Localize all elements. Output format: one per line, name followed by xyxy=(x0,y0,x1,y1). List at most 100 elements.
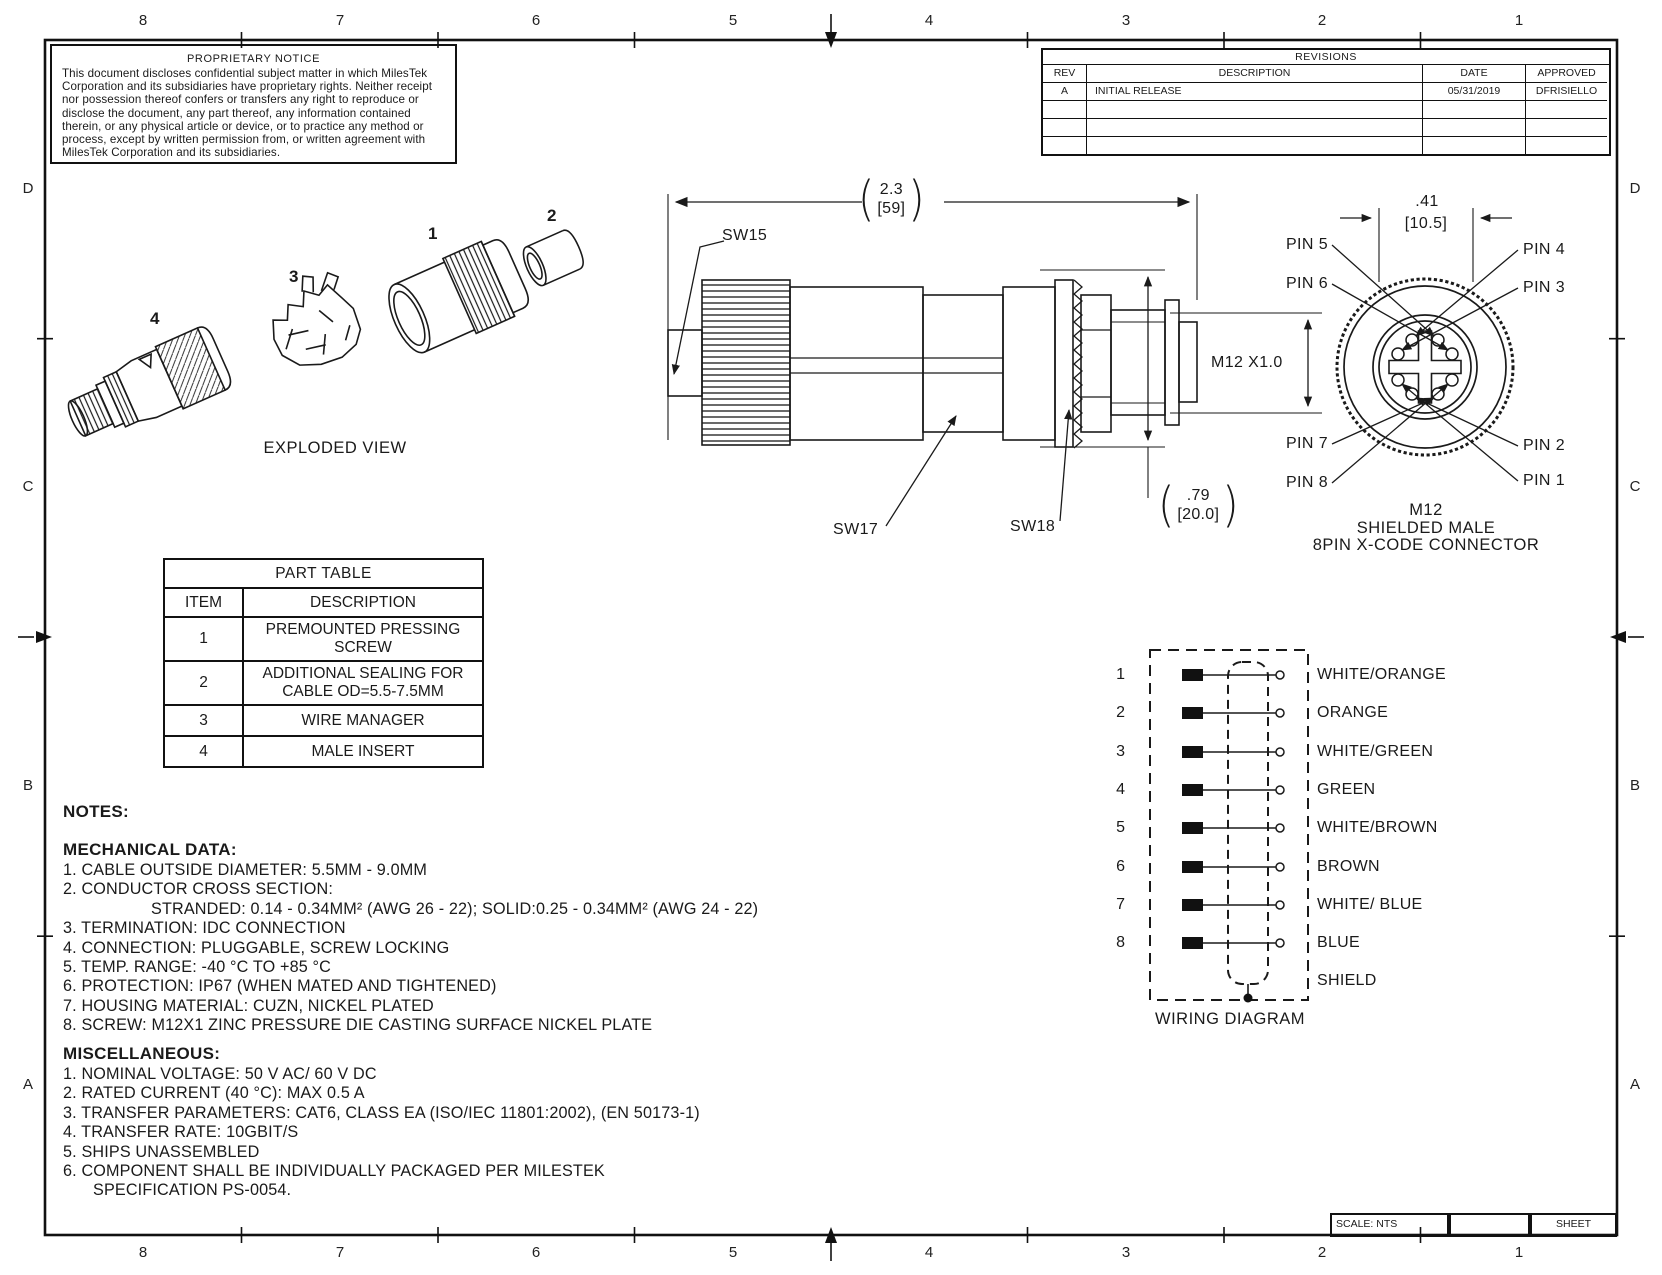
wire-color-label: WHITE/ BLUE xyxy=(1317,896,1423,913)
dim-overall-inches: 2.3 xyxy=(879,181,903,198)
part-item: 2 xyxy=(165,662,244,704)
centering-marks xyxy=(18,14,1644,1261)
mechanical-data-title: MECHANICAL DATA: xyxy=(63,840,237,859)
exploded-item-4-label: 4 xyxy=(150,309,160,328)
part-item: 3 xyxy=(165,706,244,735)
wire-color-label: ORANGE xyxy=(1317,704,1389,721)
note-line: 3. TRANSFER PARAMETERS: CAT6, CLASS EA (… xyxy=(63,1103,700,1122)
note-line: 2. RATED CURRENT (40 °C): MAX 0.5 A xyxy=(63,1084,365,1103)
front-caption-line-1: M12 xyxy=(1409,501,1443,519)
revisions-header-rev: REV xyxy=(1043,65,1087,83)
note-line: 7. HOUSING MATERIAL: CUZN, NICKEL PLATED xyxy=(63,996,434,1015)
wiring-diagram-art xyxy=(1149,649,1309,1003)
thread-size-label: M12 X1.0 xyxy=(1211,354,1283,371)
pin-8-label: PIN 8 xyxy=(1285,474,1328,491)
wire-pin-number: 1 xyxy=(1116,666,1125,683)
note-line: 2. CONDUCTOR CROSS SECTION: xyxy=(63,880,333,899)
exploded-item-2-label: 2 xyxy=(547,206,557,225)
dim-face-inches: .41 xyxy=(1415,193,1439,210)
front-view-caption: M12 SHIELDED MALE 8PIN X-CODE CONNECTOR xyxy=(1300,501,1552,555)
wire-pin-number: 8 xyxy=(1116,934,1125,951)
note-line: STRANDED: 0.14 - 0.34MM² (AWG 26 - 22); … xyxy=(151,899,759,918)
zone-row-right-d: D xyxy=(1629,180,1641,197)
zone-col-top-2: 2 xyxy=(1317,12,1327,29)
zone-col-bot-5: 5 xyxy=(728,1244,738,1261)
wire-pin-number: 7 xyxy=(1116,896,1125,913)
wire-pin-number: 6 xyxy=(1116,858,1125,875)
zone-col-bot-3: 3 xyxy=(1121,1244,1131,1261)
sw18-label: SW18 xyxy=(1010,518,1056,535)
revisions-title: REVISIONS xyxy=(1043,50,1609,65)
zone-row-left-b: B xyxy=(22,777,33,794)
zone-col-bot-4: 4 xyxy=(924,1244,934,1261)
mechanical-data-list: 1. CABLE OUTSIDE DIAMETER: 5.5MM - 9.0MM… xyxy=(63,861,758,1036)
zone-col-top-5: 5 xyxy=(728,12,738,29)
note-line: 5. SHIPS UNASSEMBLED xyxy=(63,1142,260,1161)
zone-col-bot-2: 2 xyxy=(1317,1244,1327,1261)
proprietary-notice-title: PROPRIETARY NOTICE xyxy=(186,53,321,65)
wire-pin-number: 5 xyxy=(1116,819,1125,836)
title-strip-empty-box xyxy=(1447,1213,1530,1237)
note-line: 6. COMPONENT SHALL BE INDIVIDUALLY PACKA… xyxy=(63,1162,605,1181)
pin-4-label: PIN 4 xyxy=(1523,241,1566,258)
wire-pin-number: 3 xyxy=(1116,743,1125,760)
wire-color-label: WHITE/ORANGE xyxy=(1317,666,1446,683)
part-table-row: 4 MALE INSERT xyxy=(165,737,482,766)
revision-date: 05/31/2019 xyxy=(1423,83,1526,101)
note-line: 3. TERMINATION: IDC CONNECTION xyxy=(63,919,346,938)
dim-height: ( .79 [20.0] ) xyxy=(1158,476,1239,533)
note-line: 4. CONNECTION: PLUGGABLE, SCREW LOCKING xyxy=(63,938,450,957)
note-line: 4. TRANSFER RATE: 10GBIT/S xyxy=(63,1123,299,1142)
wire-color-label: WHITE/BROWN xyxy=(1317,819,1438,836)
revision-description: INITIAL RELEASE xyxy=(1087,83,1423,101)
pin-7-label: PIN 7 xyxy=(1285,435,1328,452)
pin-2-label: PIN 2 xyxy=(1523,437,1566,454)
note-line: SPECIFICATION PS-0054. xyxy=(93,1181,292,1200)
zone-col-top-3: 3 xyxy=(1121,12,1131,29)
exploded-item-3-label: 3 xyxy=(289,267,299,286)
part-description: MALE INSERT xyxy=(311,742,415,760)
zone-col-top-6: 6 xyxy=(531,12,541,29)
note-line: 1. CABLE OUTSIDE DIAMETER: 5.5MM - 9.0MM xyxy=(63,861,427,879)
wiring-diagram-caption: WIRING DIAGRAM xyxy=(1155,1010,1305,1028)
proprietary-notice: PROPRIETARY NOTICE This document disclos… xyxy=(50,44,457,164)
revision-approved: DFRISIELLO xyxy=(1526,83,1607,101)
sw15-label: SW15 xyxy=(722,227,768,244)
miscellaneous-list: 1. NOMINAL VOLTAGE: 50 V AC/ 60 V DC 2. … xyxy=(63,1065,700,1201)
zone-col-top-7: 7 xyxy=(335,12,345,29)
wire-pin-number: 2 xyxy=(1116,704,1125,721)
zone-row-left-a: A xyxy=(22,1076,33,1093)
zone-col-top-4: 4 xyxy=(924,12,934,29)
wire-color-label: GREEN xyxy=(1317,781,1376,798)
part-item: 1 xyxy=(165,618,244,660)
part-table-row: 1 PREMOUNTED PRESSING SCREW xyxy=(165,618,482,662)
pin-3-label: PIN 3 xyxy=(1523,279,1566,296)
dim-height-mm: [20.0] xyxy=(1177,506,1220,523)
part-description: PREMOUNTED PRESSING SCREW xyxy=(265,621,461,656)
zone-row-right-b: B xyxy=(1629,777,1640,794)
zone-row-left-d: D xyxy=(22,180,34,197)
notes-title: NOTES: xyxy=(63,802,130,821)
note-line: 8. SCREW: M12X1 ZINC PRESSURE DIE CASTIN… xyxy=(63,1016,653,1035)
exploded-view-art xyxy=(67,229,584,437)
pin-1-label: PIN 1 xyxy=(1523,472,1566,489)
dim-face-mm: [10.5] xyxy=(1404,215,1448,232)
wire-color-label: BLUE xyxy=(1317,934,1360,951)
revisions-header-date: DATE xyxy=(1423,65,1526,83)
zone-col-top-1: 1 xyxy=(1514,12,1524,29)
part-table-row: 2 ADDITIONAL SEALING FOR CABLE OD=5.5-7.… xyxy=(165,662,482,706)
zone-row-right-a: A xyxy=(1629,1076,1640,1093)
wire-color-label: WHITE/GREEN xyxy=(1317,743,1434,760)
revision-empty-cell xyxy=(1043,101,1087,119)
exploded-item-1-label: 1 xyxy=(428,224,438,243)
exploded-view-caption: EXPLODED VIEW xyxy=(263,439,407,457)
front-view-art xyxy=(1331,208,1519,484)
side-view-art xyxy=(667,194,1322,527)
zone-col-top-8: 8 xyxy=(138,12,148,29)
sheet-box: SHEET xyxy=(1530,1213,1617,1237)
wire-color-label: BROWN xyxy=(1317,858,1380,875)
revisions-header-approved: APPROVED xyxy=(1526,65,1607,83)
zone-row-right-c: C xyxy=(1629,478,1641,495)
